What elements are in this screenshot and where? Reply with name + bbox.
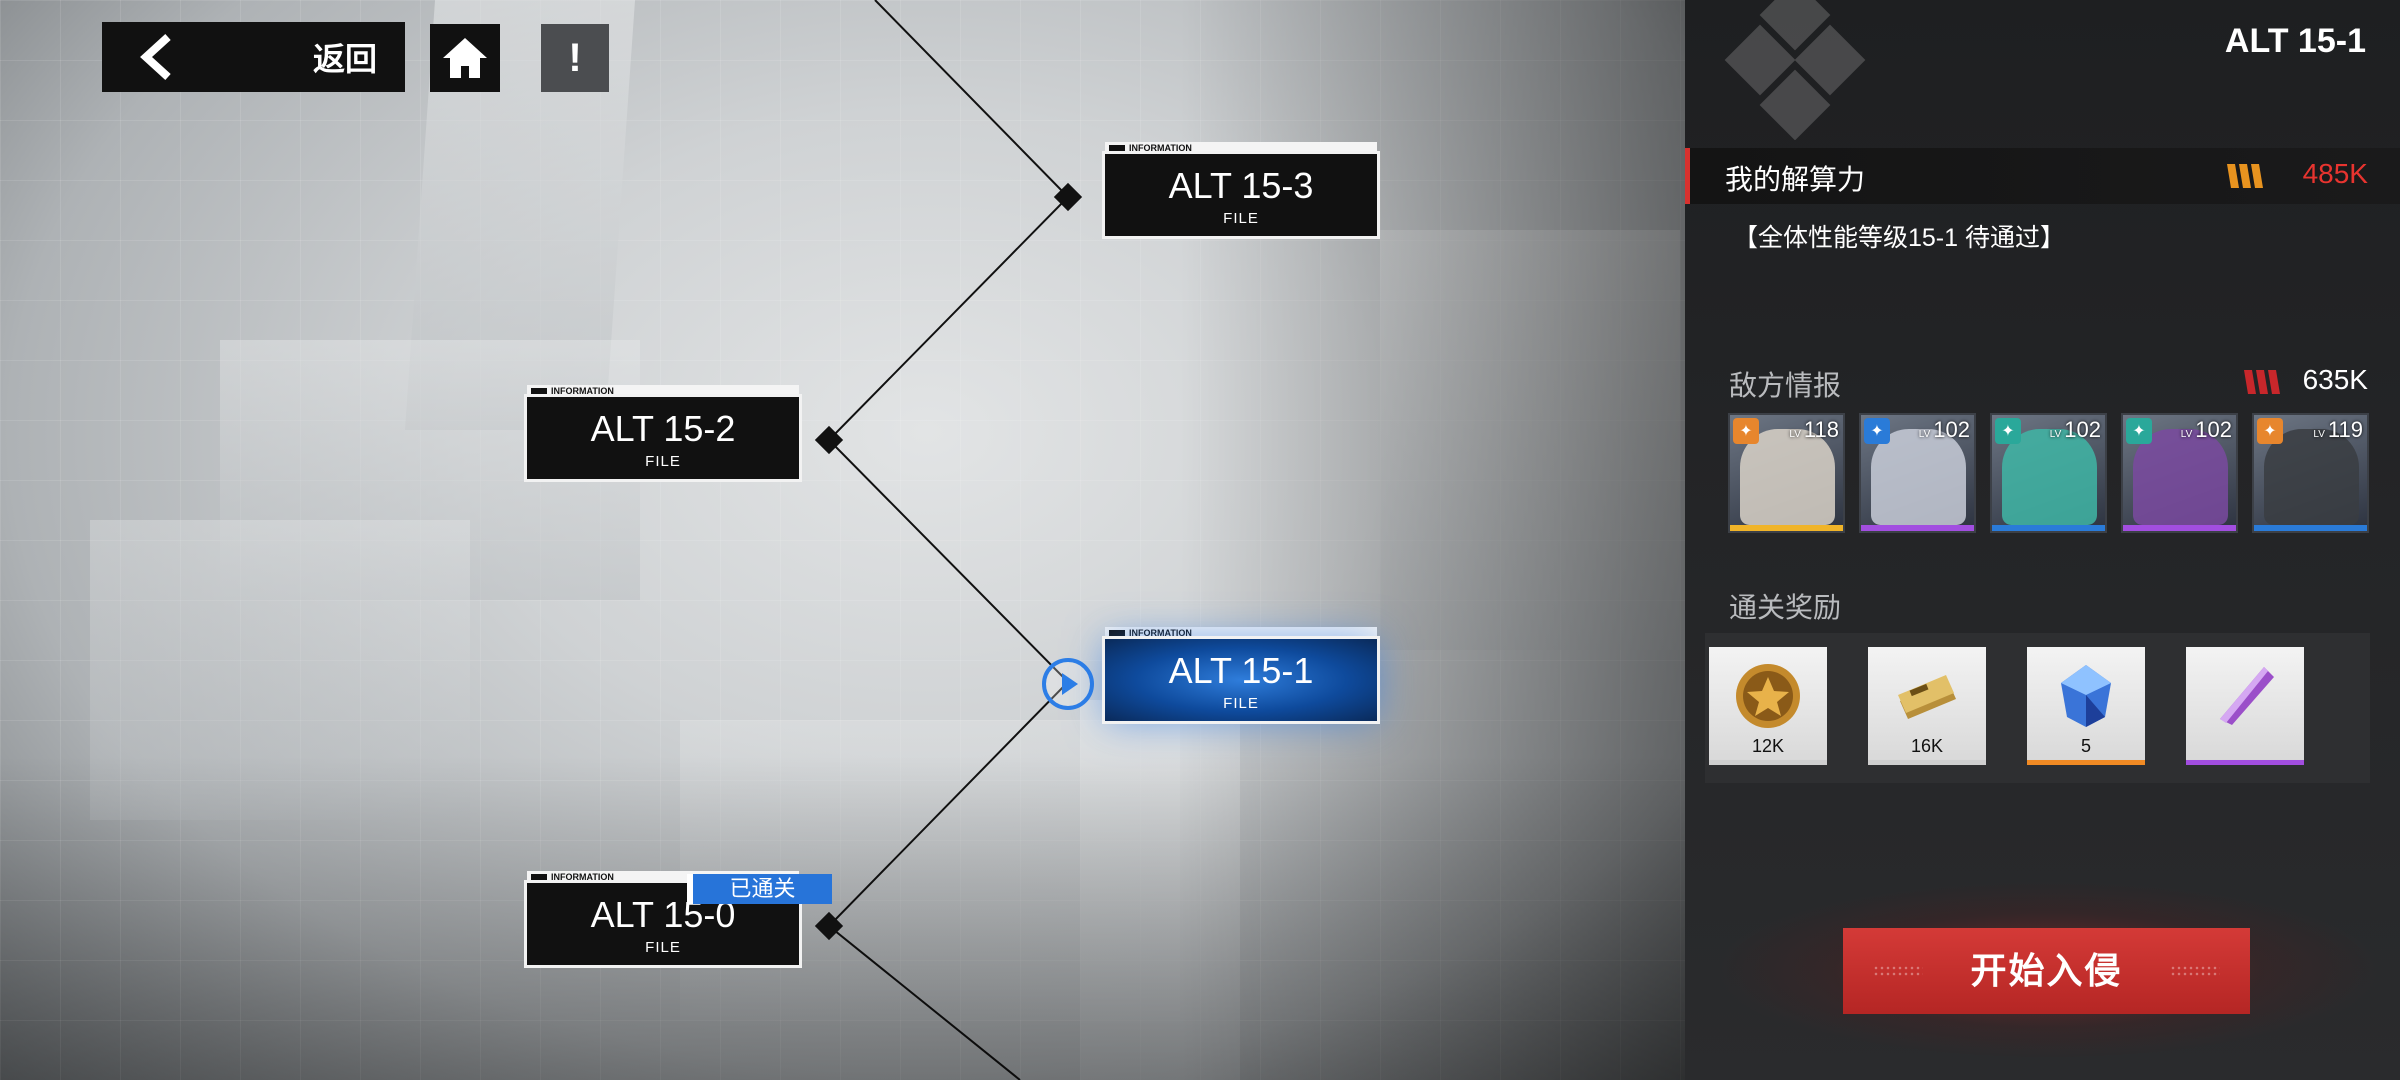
element-icon: ✦ bbox=[2257, 418, 2283, 444]
rarity-bar bbox=[1868, 760, 1986, 765]
element-icon: ✦ bbox=[1864, 418, 1890, 444]
element-icon: ✦ bbox=[2126, 418, 2152, 444]
rewards-list: 12K 16K 5 bbox=[1705, 633, 2370, 783]
reward-item[interactable]: 5 bbox=[2027, 647, 2145, 765]
requirement-text: 【全体性能等级15-1 待通过】 bbox=[1733, 224, 2065, 252]
home-button[interactable] bbox=[430, 24, 500, 92]
route-lines bbox=[827, 0, 1070, 1080]
rarity-bar bbox=[2123, 525, 2236, 531]
stage-sub: FILE bbox=[1223, 210, 1259, 227]
rewards-label: 通关奖励 bbox=[1729, 592, 1842, 623]
dots-decoration bbox=[2170, 965, 2220, 977]
cleared-badge: 已通关 bbox=[687, 874, 832, 904]
element-icon: ✦ bbox=[1733, 418, 1759, 444]
element-icon: ✦ bbox=[1995, 418, 2021, 444]
rarity-bar bbox=[2254, 525, 2367, 531]
enemy-power-value: 635K bbox=[2302, 364, 2368, 395]
tower-building bbox=[1080, 700, 1240, 1080]
enemy-power-bars-icon bbox=[2244, 370, 2280, 394]
my-power-label: 我的解算力 bbox=[1725, 164, 1866, 195]
city-block bbox=[90, 520, 470, 820]
purple-shard-icon bbox=[2220, 667, 2274, 725]
emblem-watermark-icon bbox=[1724, 0, 1866, 140]
stage-sub: FILE bbox=[645, 453, 681, 470]
stage-sub: FILE bbox=[1223, 695, 1259, 712]
stage-sub: FILE bbox=[645, 939, 681, 956]
stage-name: ALT 15-2 bbox=[590, 408, 736, 449]
enemy-portrait bbox=[2133, 429, 2228, 525]
dots-decoration bbox=[1873, 965, 1923, 977]
start-invasion-button[interactable]: 开始入侵 bbox=[1843, 928, 2250, 1014]
reward-count: 12K bbox=[1751, 736, 1785, 756]
rarity-bar bbox=[1709, 760, 1827, 765]
enemy-intel-label: 敌方情报 bbox=[1729, 370, 1842, 401]
start-label: 开始入侵 bbox=[1970, 950, 2123, 991]
rarity-bar bbox=[2027, 760, 2145, 765]
rarity-bar bbox=[1730, 525, 1843, 531]
rarity-bar bbox=[1861, 525, 1974, 531]
enemy-portrait bbox=[1871, 429, 1966, 525]
city-block bbox=[1380, 230, 1680, 650]
my-power-value: 485K bbox=[2302, 158, 2368, 189]
current-position-marker bbox=[1042, 658, 1094, 710]
stage-name: ALT 15-1 bbox=[1168, 650, 1314, 691]
enemy-portrait bbox=[2264, 429, 2359, 525]
info-button[interactable]: ! bbox=[541, 24, 609, 92]
rarity-bar bbox=[2186, 760, 2304, 765]
reward-item[interactable] bbox=[2186, 647, 2304, 765]
my-power-row: 我的解算力 485K bbox=[1685, 148, 2400, 204]
information-tag: INFORMATION bbox=[1105, 627, 1377, 639]
stage-name: ALT 15-3 bbox=[1168, 165, 1314, 206]
exp-card-icon bbox=[1898, 675, 1956, 719]
information-tag: INFORMATION bbox=[1105, 142, 1377, 154]
home-icon bbox=[443, 38, 487, 78]
chevron-left-icon bbox=[140, 34, 171, 80]
stage-detail-panel: ALT 15-1 我的解算力 485K 【全体性能等级15-1 待通过】 敌方情… bbox=[1685, 0, 2400, 1080]
back-button[interactable]: 返回 bbox=[102, 22, 405, 92]
reward-item[interactable]: 12K bbox=[1709, 647, 1827, 765]
enemy-portrait bbox=[2002, 429, 2097, 525]
play-arrow-icon bbox=[1062, 673, 1078, 695]
reward-count: 5 bbox=[2080, 736, 2091, 756]
rarity-bar bbox=[1992, 525, 2105, 531]
blue-crystal-icon bbox=[2061, 665, 2111, 727]
selected-stage-title: ALT 15-1 bbox=[2224, 22, 2366, 60]
information-tag: INFORMATION bbox=[527, 385, 799, 397]
map-grid bbox=[0, 0, 1685, 1080]
reward-item[interactable]: 16K bbox=[1868, 647, 1986, 765]
gold-coin-icon bbox=[1736, 664, 1800, 728]
exclamation-icon: ! bbox=[568, 35, 582, 80]
reward-count: 16K bbox=[1910, 736, 1944, 756]
enemy-portrait bbox=[1740, 429, 1835, 525]
back-label: 返回 bbox=[312, 41, 377, 77]
power-bars-icon bbox=[2227, 164, 2263, 188]
